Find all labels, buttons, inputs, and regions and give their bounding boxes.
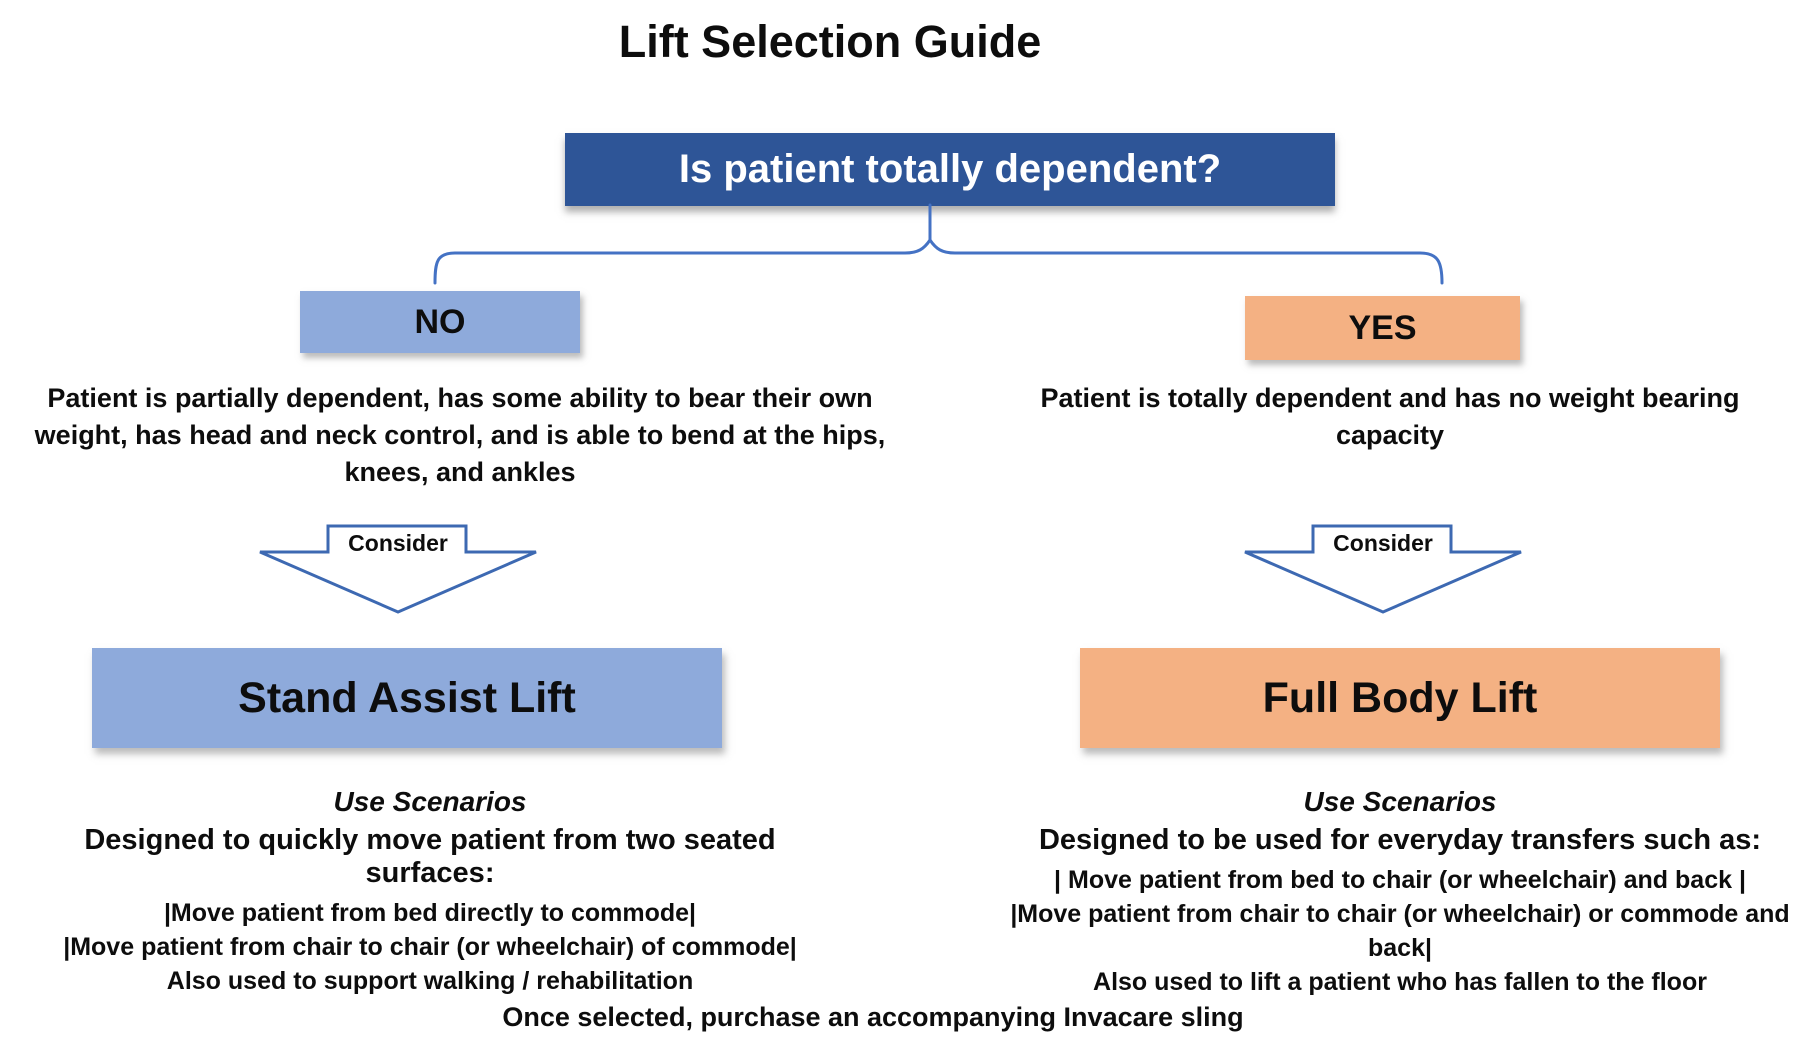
down-arrow-icon: [259, 524, 537, 614]
connector-brace: [433, 237, 1444, 285]
down-arrow-icon: [1244, 524, 1522, 614]
scenario-item: |Move patient from chair to chair (or wh…: [63, 933, 797, 961]
scenario-item: | Move patient from bed to chair (or whe…: [1054, 866, 1746, 894]
scenario-item: |Move patient from chair to chair (or wh…: [1010, 900, 1790, 962]
stand-assist-use-scenarios: Use Scenarios Designed to quickly move p…: [20, 786, 840, 998]
scenario-item: Also used to support walking / rehabilit…: [166, 967, 694, 995]
consider-label-left: Consider: [348, 530, 448, 556]
use-scenarios-title: Use Scenarios: [333, 786, 527, 817]
full-body-lift-label: Full Body Lift: [1262, 673, 1538, 722]
footer-note: Once selected, purchase an accompanying …: [502, 1002, 1244, 1032]
no-label: NO: [414, 302, 466, 341]
no-description: Patient is partially dependent, has some…: [34, 383, 886, 487]
question-label: Is patient totally dependent?: [678, 147, 1222, 191]
full-body-use-scenarios: Use Scenarios Designed to be used for ev…: [995, 786, 1805, 999]
scenario-item: |Move patient from bed directly to commo…: [163, 899, 697, 927]
use-scenarios-heading: Designed to be used for everyday transfe…: [1038, 824, 1762, 856]
consider-arrow-right: Consider: [1243, 524, 1523, 614]
question-box: Is patient totally dependent?: [565, 133, 1335, 206]
stand-assist-lift-box: Stand Assist Lift: [92, 648, 722, 748]
stand-assist-lift-label: Stand Assist Lift: [238, 673, 576, 722]
consider-label-right: Consider: [1333, 530, 1433, 556]
use-scenarios-title: Use Scenarios: [1303, 786, 1497, 817]
yes-description: Patient is totally dependent and has no …: [1040, 383, 1740, 450]
yes-label: YES: [1348, 308, 1417, 347]
no-box: NO: [300, 291, 580, 353]
page-title: Lift Selection Guide: [618, 16, 1042, 67]
scenario-item: Also used to lift a patient who has fall…: [1093, 968, 1707, 996]
branch-connector: [433, 203, 1444, 285]
consider-arrow-left: Consider: [258, 524, 538, 614]
yes-box: YES: [1245, 296, 1520, 360]
full-body-lift-box: Full Body Lift: [1080, 648, 1720, 748]
use-scenarios-heading: Designed to quickly move patient from tw…: [84, 824, 776, 889]
